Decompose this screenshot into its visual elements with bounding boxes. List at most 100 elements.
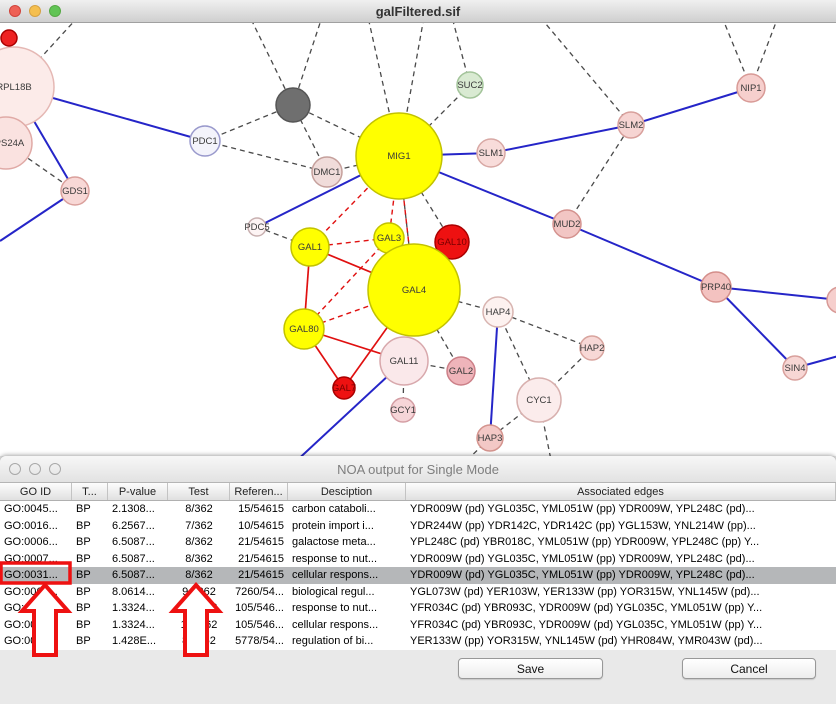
close-button[interactable] [9,463,21,475]
node-reddot[interactable] [0,29,18,47]
node-gray1[interactable] [275,87,311,123]
edge [489,311,499,439]
node-NIP1[interactable] [736,73,766,103]
node-label: GAL10 [437,237,467,248]
cell: YFR034C (pd) YBR093C, YDR009W (pd) YGL03… [410,618,763,631]
cell: 1.428E... [112,635,157,648]
cell: YDR009W (pd) YGL035C, YML051W (pp) YDR00… [410,552,755,565]
network-window-titlebar[interactable]: galFiltered.sif [0,0,836,23]
node-HAP2[interactable] [579,335,605,361]
node-MIG1[interactable] [355,112,443,200]
node-GAL2[interactable] [446,356,476,386]
column-header-desciption[interactable]: Desciption [288,483,406,500]
zoom-button[interactable] [49,463,61,475]
cell: BP [76,585,91,598]
noa-window-titlebar[interactable]: NOA output for Single Mode [0,456,836,483]
edge [715,286,796,369]
column-header-go-id[interactable]: GO ID [0,483,72,500]
cell: 21/54615 [238,536,284,549]
column-header-test[interactable]: Test [168,483,230,500]
node-label: SLM2 [619,120,644,131]
zoom-button[interactable] [49,5,61,17]
column-header-associated-edges[interactable]: Associated edges [406,483,836,500]
cell: 1.3324... [112,602,155,615]
edge [13,23,74,88]
node-GAL1[interactable] [290,227,330,267]
node-label: MIG1 [387,151,410,162]
node-label: SUC2 [457,80,482,91]
cell: cellular respons... [292,569,379,582]
cell: YGL073W (pd) YER103W, YER133W (pp) YOR31… [410,585,760,598]
cell: 21/54615 [238,569,284,582]
minimize-button[interactable] [29,5,41,17]
node-HAP4[interactable] [482,296,514,328]
node-SLM1[interactable] [476,138,506,168]
node-MUD2[interactable] [552,209,582,239]
column-header-p-value[interactable]: P-value [108,483,168,500]
node-PDC5[interactable] [247,217,267,237]
node-label: CYC1 [526,395,551,406]
cell: BP [76,536,91,549]
column-header-t[interactable]: T... [72,483,108,500]
cell: 8/362 [185,569,213,582]
node-label: SLM1 [479,148,504,159]
cell: 1.../362 [180,618,218,631]
cell: BP [76,503,91,516]
cell: YER133W (pp) YOR315W, YNL145W (pd) YHR08… [410,635,763,648]
node-HAP3[interactable] [476,424,504,452]
cell: 6.5087... [112,536,155,549]
node-edgeR[interactable] [826,286,836,314]
cell: 2.1308... [112,503,155,516]
cell: 7/362 [185,519,213,532]
minimize-button[interactable] [29,463,41,475]
node-GAL11[interactable] [379,336,429,386]
node-label: SIN4 [784,363,805,374]
cell: BP [76,618,91,631]
cell: biological regul... [292,585,375,598]
edge [490,124,632,154]
cell: GO:0031... [4,602,58,615]
node-label: GAL4 [402,285,426,296]
cell: BP [76,519,91,532]
cell: carbon cataboli... [292,503,376,516]
cell: cellular respons... [292,618,379,631]
cell: 8/362 [185,503,213,516]
node-GAL4[interactable] [367,243,461,337]
node-GAL80[interactable] [283,308,325,350]
node-label: GDS1 [62,186,88,197]
cell: 94/362 [182,585,216,598]
close-button[interactable] [9,5,21,17]
cell: 5778/54... [235,635,284,648]
save-button[interactable]: Save [458,658,603,679]
node-GAL10[interactable] [434,224,470,260]
column-header-referen[interactable]: Referen... [230,483,288,500]
node-GDS1[interactable] [60,176,90,206]
cancel-button[interactable]: Cancel [682,658,816,679]
cell: 8/362 [185,536,213,549]
node-CYC1[interactable] [516,377,562,423]
node-GCY1[interactable] [390,397,416,423]
edge [497,311,593,349]
cell: 10/54615 [238,519,284,532]
cell: GO:0006... [4,536,58,549]
node-PRP40[interactable] [700,271,732,303]
edge [252,23,294,106]
node-label: GAL3 [377,233,401,244]
node-SIN4[interactable] [782,355,808,381]
node-RPS24A[interactable] [0,116,33,170]
node-SUC2[interactable] [456,71,484,99]
network-canvas[interactable]: RPL18BRPS24AGDS1PDC1DMC1MIG1SUC2SLM1SLM2… [0,23,836,456]
node-SLM2[interactable] [617,111,645,139]
node-GAL7[interactable] [332,376,356,400]
node-PDC1[interactable] [189,125,221,157]
node-DMC1[interactable] [311,156,343,188]
